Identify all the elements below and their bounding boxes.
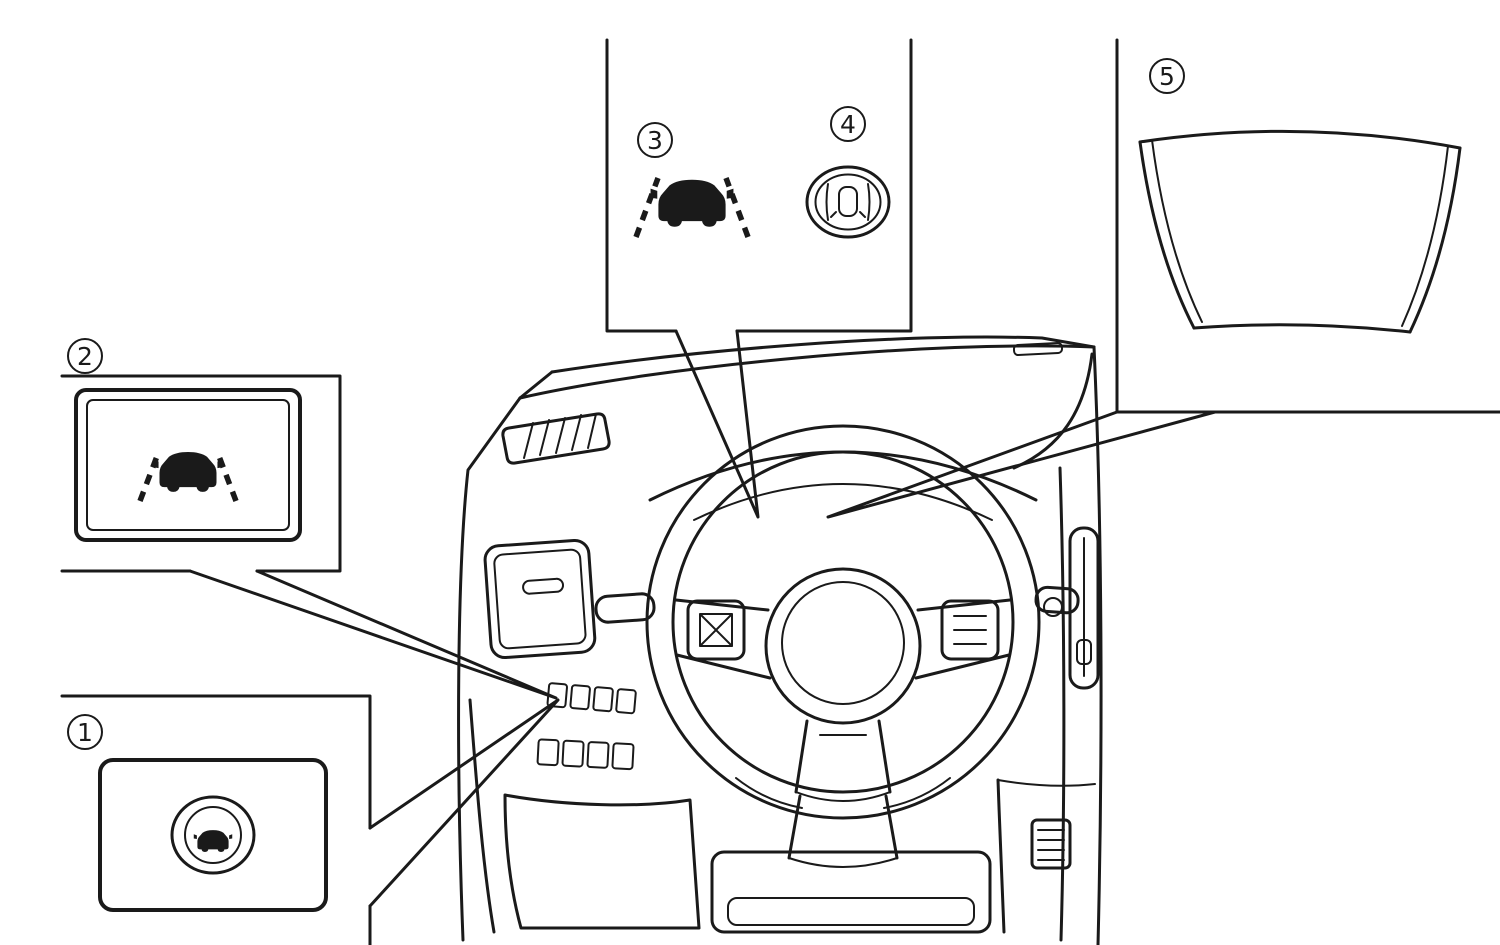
meter-display: [74, 388, 302, 542]
right-stalk: [1034, 585, 1080, 615]
instrument-cluster: [648, 450, 1038, 502]
frame-box-5: [1115, 38, 1500, 414]
knee-panel: [503, 793, 701, 930]
leader-wedge-1: [368, 698, 560, 908]
steering-wheel: [645, 424, 1041, 820]
defroster-vent: [501, 412, 611, 465]
left-stalk: [594, 592, 656, 624]
right-air-vent: [1068, 526, 1100, 690]
left-air-vent: [483, 538, 597, 660]
windshield-camera-area: [1138, 129, 1462, 334]
lane-departure-warning-display-icon: [137, 450, 239, 502]
callout-number-2: 2: [67, 338, 103, 374]
lane-departure-warning-indicator-icon: [633, 177, 751, 238]
leader-wedge-3: [674, 329, 760, 519]
car-in-circle-icon: [170, 795, 256, 875]
frame-box-2: [60, 374, 342, 573]
frame-box-3-4-right: [735, 38, 913, 333]
lower-right-vent: [1030, 818, 1072, 870]
callout-number-4: 4: [830, 106, 866, 142]
dashboard-illustration: [457, 335, 1103, 945]
frame-box-3-4-left: [605, 38, 678, 333]
switch-row-upper: [546, 682, 637, 715]
car-between-lanes-icon: [825, 183, 871, 221]
switch-row-lower: [536, 738, 635, 771]
frame-box-1: [60, 694, 372, 830]
callout-number-5: 5: [1149, 58, 1185, 94]
leader-wedge-2: [188, 569, 558, 700]
callout-number-3: 3: [637, 122, 673, 158]
lane-intervention-switch: [805, 165, 891, 239]
callout-number-1: 1: [67, 714, 103, 750]
camera-switch-button: [98, 758, 328, 912]
center-lower-panel: [710, 850, 992, 934]
